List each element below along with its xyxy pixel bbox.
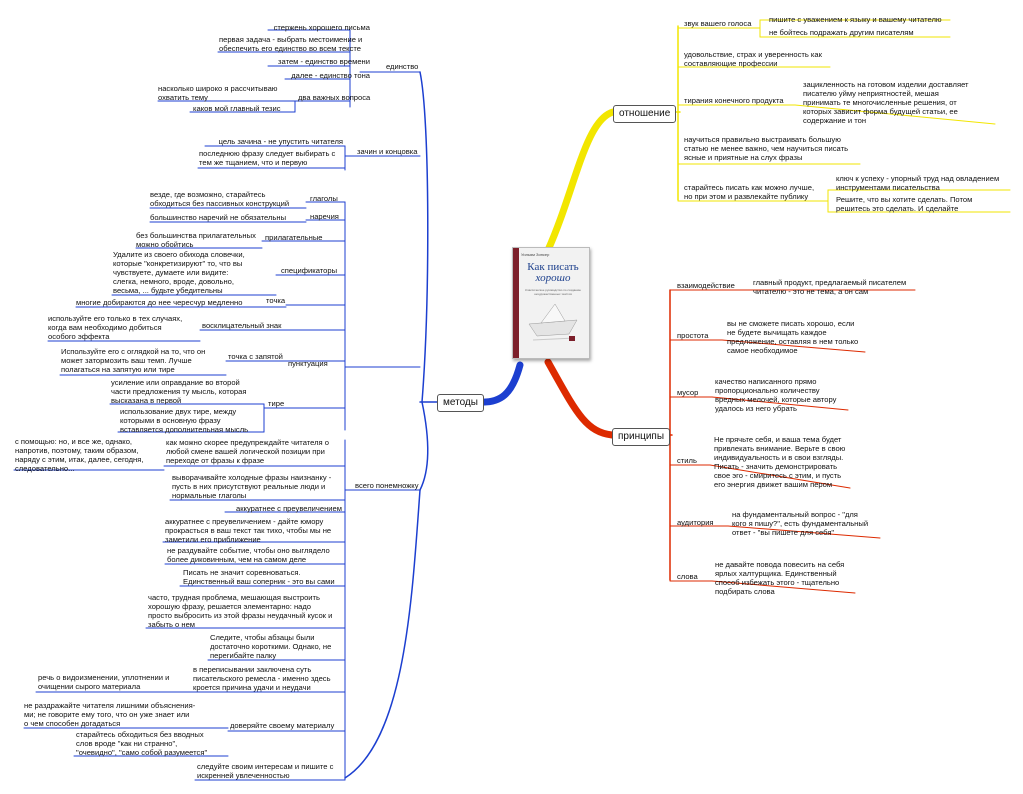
node-dash-1[interactable]: усиление или оправдание во второй части … <box>111 378 247 405</box>
node-adverbs-1[interactable]: большинство наречий не обязательны <box>150 213 287 222</box>
node-adjectives[interactable]: прилагательные <box>265 233 323 242</box>
node-misc-8[interactable]: Следите, чтобы абзацы были достаточно ко… <box>210 633 332 660</box>
node-adverbs[interactable]: наречия <box>310 212 339 221</box>
node-misc-4[interactable]: аккуратнее с преувеличением - дайте юмор… <box>165 517 332 544</box>
line-m-down <box>419 401 429 491</box>
topic-relation[interactable]: отношение <box>613 105 677 123</box>
node-dash-2[interactable]: использование двух тире, между которыми … <box>120 407 249 434</box>
line-pr-garbage-1 <box>711 396 849 411</box>
node-semicolon-1[interactable]: Используйте его с оглядкой на то, что он… <box>61 347 206 374</box>
node-misc-5[interactable]: не раздувайте событие, чтобы оно выгляде… <box>167 546 330 564</box>
node-misc-10[interactable]: следуйте своим интересам и пишите с искр… <box>197 762 334 780</box>
node-misc-1a[interactable]: с помощью: но, и все же, однако, напроти… <box>15 437 144 473</box>
node-sound[interactable]: звук вашего голоса <box>684 19 752 28</box>
node-learn[interactable]: научиться правильно выстраивать большую … <box>684 135 849 162</box>
node-two-q[interactable]: два важных вопроса <box>298 93 371 102</box>
line-m-down-2 <box>344 489 421 779</box>
node-verbs-1[interactable]: везде, где возможно, старайтесь обходить… <box>150 190 290 208</box>
node-trust-2[interactable]: старайтесь обходиться без вводных слов в… <box>76 730 208 757</box>
node-misc-6[interactable]: Писать не значит соревноваться. Единстве… <box>183 568 335 586</box>
node-garbage[interactable]: мусор <box>677 388 699 397</box>
node-trust-1[interactable]: не раздражайте читателя лишними объяснен… <box>24 701 196 728</box>
node-audience-1[interactable]: на фундаментальный вопрос - "для кого я … <box>732 510 869 537</box>
node-specifiers-1[interactable]: Удалите из своего обихода словечки, кото… <box>113 250 245 295</box>
line-pr-audience-1 <box>727 525 881 539</box>
node-style[interactable]: стиль <box>677 456 697 465</box>
node-interaction-1[interactable]: главный продукт, предлагаемый писателем … <box>753 278 907 296</box>
node-excl[interactable]: восклицательный знак <box>202 321 282 330</box>
node-style-1[interactable]: Не прячьте себя, и ваша тема будет привл… <box>714 435 846 489</box>
node-two-q-2[interactable]: каков мой главный тезис <box>193 104 281 113</box>
node-dot-1[interactable]: многие добираются до нее чересчур медлен… <box>76 298 243 307</box>
topic-principles[interactable]: принципы <box>612 428 671 446</box>
node-try-2[interactable]: Решите, что вы хотите сделать. Потом реш… <box>836 195 973 213</box>
node-sound-1[interactable]: пишите с уважением к языку и вашему чита… <box>769 15 942 24</box>
node-misc-9[interactable]: в переписывании заключена суть писательс… <box>193 665 331 692</box>
node-misc-3[interactable]: аккуратнее с преувеличением <box>235 504 342 513</box>
node-unity[interactable]: единство <box>386 62 419 71</box>
node-punct[interactable]: пунктуация <box>288 359 328 368</box>
node-misc[interactable]: всего понемножку <box>355 481 419 490</box>
node-simplicity-1[interactable]: вы не сможете писать хорошо, если не буд… <box>727 319 859 355</box>
node-unity-4[interactable]: далее - единство тона <box>291 71 370 80</box>
node-semicolon[interactable]: точка с запятой <box>228 352 283 361</box>
node-specifiers[interactable]: спецификаторы <box>281 266 338 275</box>
node-tyranny-1[interactable]: зацикленность на готовом изделии доставл… <box>803 80 969 125</box>
node-audience[interactable]: аудитория <box>677 518 714 527</box>
node-start-2[interactable]: последнюю фразу следует выбирать с тем ж… <box>199 149 336 167</box>
node-start[interactable]: зачин и концовка <box>357 147 418 156</box>
node-try[interactable]: старайтесь писать как можно лучше, но пр… <box>684 183 815 201</box>
branch-relation <box>544 108 617 254</box>
node-misc-7[interactable]: часто, трудная проблема, мешающая выстро… <box>148 593 333 629</box>
node-dash[interactable]: тире <box>268 399 285 408</box>
book-cover-image: Уильям Зинсер Как писать хорошо Классиче… <box>512 247 590 359</box>
node-simplicity[interactable]: простота <box>677 331 709 340</box>
line-pr-style-1 <box>709 464 851 489</box>
node-words-1[interactable]: не давайте повода повесить на себя ярлых… <box>715 560 845 596</box>
node-pleasure[interactable]: удовольствие, страх и уверенность как со… <box>684 50 822 68</box>
node-misc-2[interactable]: выворачивайте холодные фразы наизнанку -… <box>172 473 332 500</box>
node-garbage-1[interactable]: качество написанного прямо пропорциональ… <box>715 377 837 413</box>
node-unity-2[interactable]: первая задача - выбрать местоимение и об… <box>219 35 363 53</box>
node-excl-1[interactable]: используйте его только в тех случаях, ко… <box>48 314 183 341</box>
book-title-line-2: хорошо <box>535 272 571 284</box>
node-start-1[interactable]: цель зачина - не упустить читателя <box>218 137 343 146</box>
line-m-up <box>419 71 429 403</box>
node-verbs[interactable]: глаголы <box>310 194 338 203</box>
branch-methods <box>476 361 524 406</box>
line-pr-simplicity-1 <box>721 339 866 353</box>
book-spine <box>513 248 519 358</box>
line-rel-tyranny-1 <box>794 104 996 125</box>
node-unity-3[interactable]: затем - единство времени <box>278 57 370 66</box>
book-subtitle: Классическое руководство по созданию нех… <box>525 288 581 296</box>
node-tyranny[interactable]: тирания конечного продукта <box>684 96 784 105</box>
node-dot[interactable]: точка <box>266 296 286 305</box>
book-author: Уильям Зинсер <box>521 252 550 257</box>
node-interaction[interactable]: взаимодействие <box>677 281 735 290</box>
branch-principles <box>544 358 616 439</box>
node-words[interactable]: слова <box>677 572 698 581</box>
line-pr-words-1 <box>711 580 856 594</box>
topic-methods[interactable]: методы <box>437 394 484 412</box>
node-misc-1[interactable]: как можно скорее предупреждайте читателя… <box>166 438 329 465</box>
node-adjectives-1[interactable]: без большинства прилагательных можно обо… <box>136 231 256 249</box>
paper-boat-icon <box>528 303 578 341</box>
node-misc-9a[interactable]: речь о видоизменении, уплотнении и очище… <box>38 673 170 691</box>
book-title-line-1: Как писать <box>527 261 579 273</box>
book-title: Как писать хорошо <box>521 262 585 284</box>
node-trust[interactable]: доверяйте своему материалу <box>230 721 335 730</box>
node-unity-1[interactable]: стержень хорошего письма <box>273 23 370 32</box>
node-two-q-1[interactable]: насколько широко я рассчитываю охватить … <box>158 84 278 102</box>
node-sound-2[interactable]: не бойтесь подражать другим писателям <box>769 28 914 37</box>
node-try-1[interactable]: ключ к успеху - упорный труд над овладен… <box>836 174 1000 192</box>
